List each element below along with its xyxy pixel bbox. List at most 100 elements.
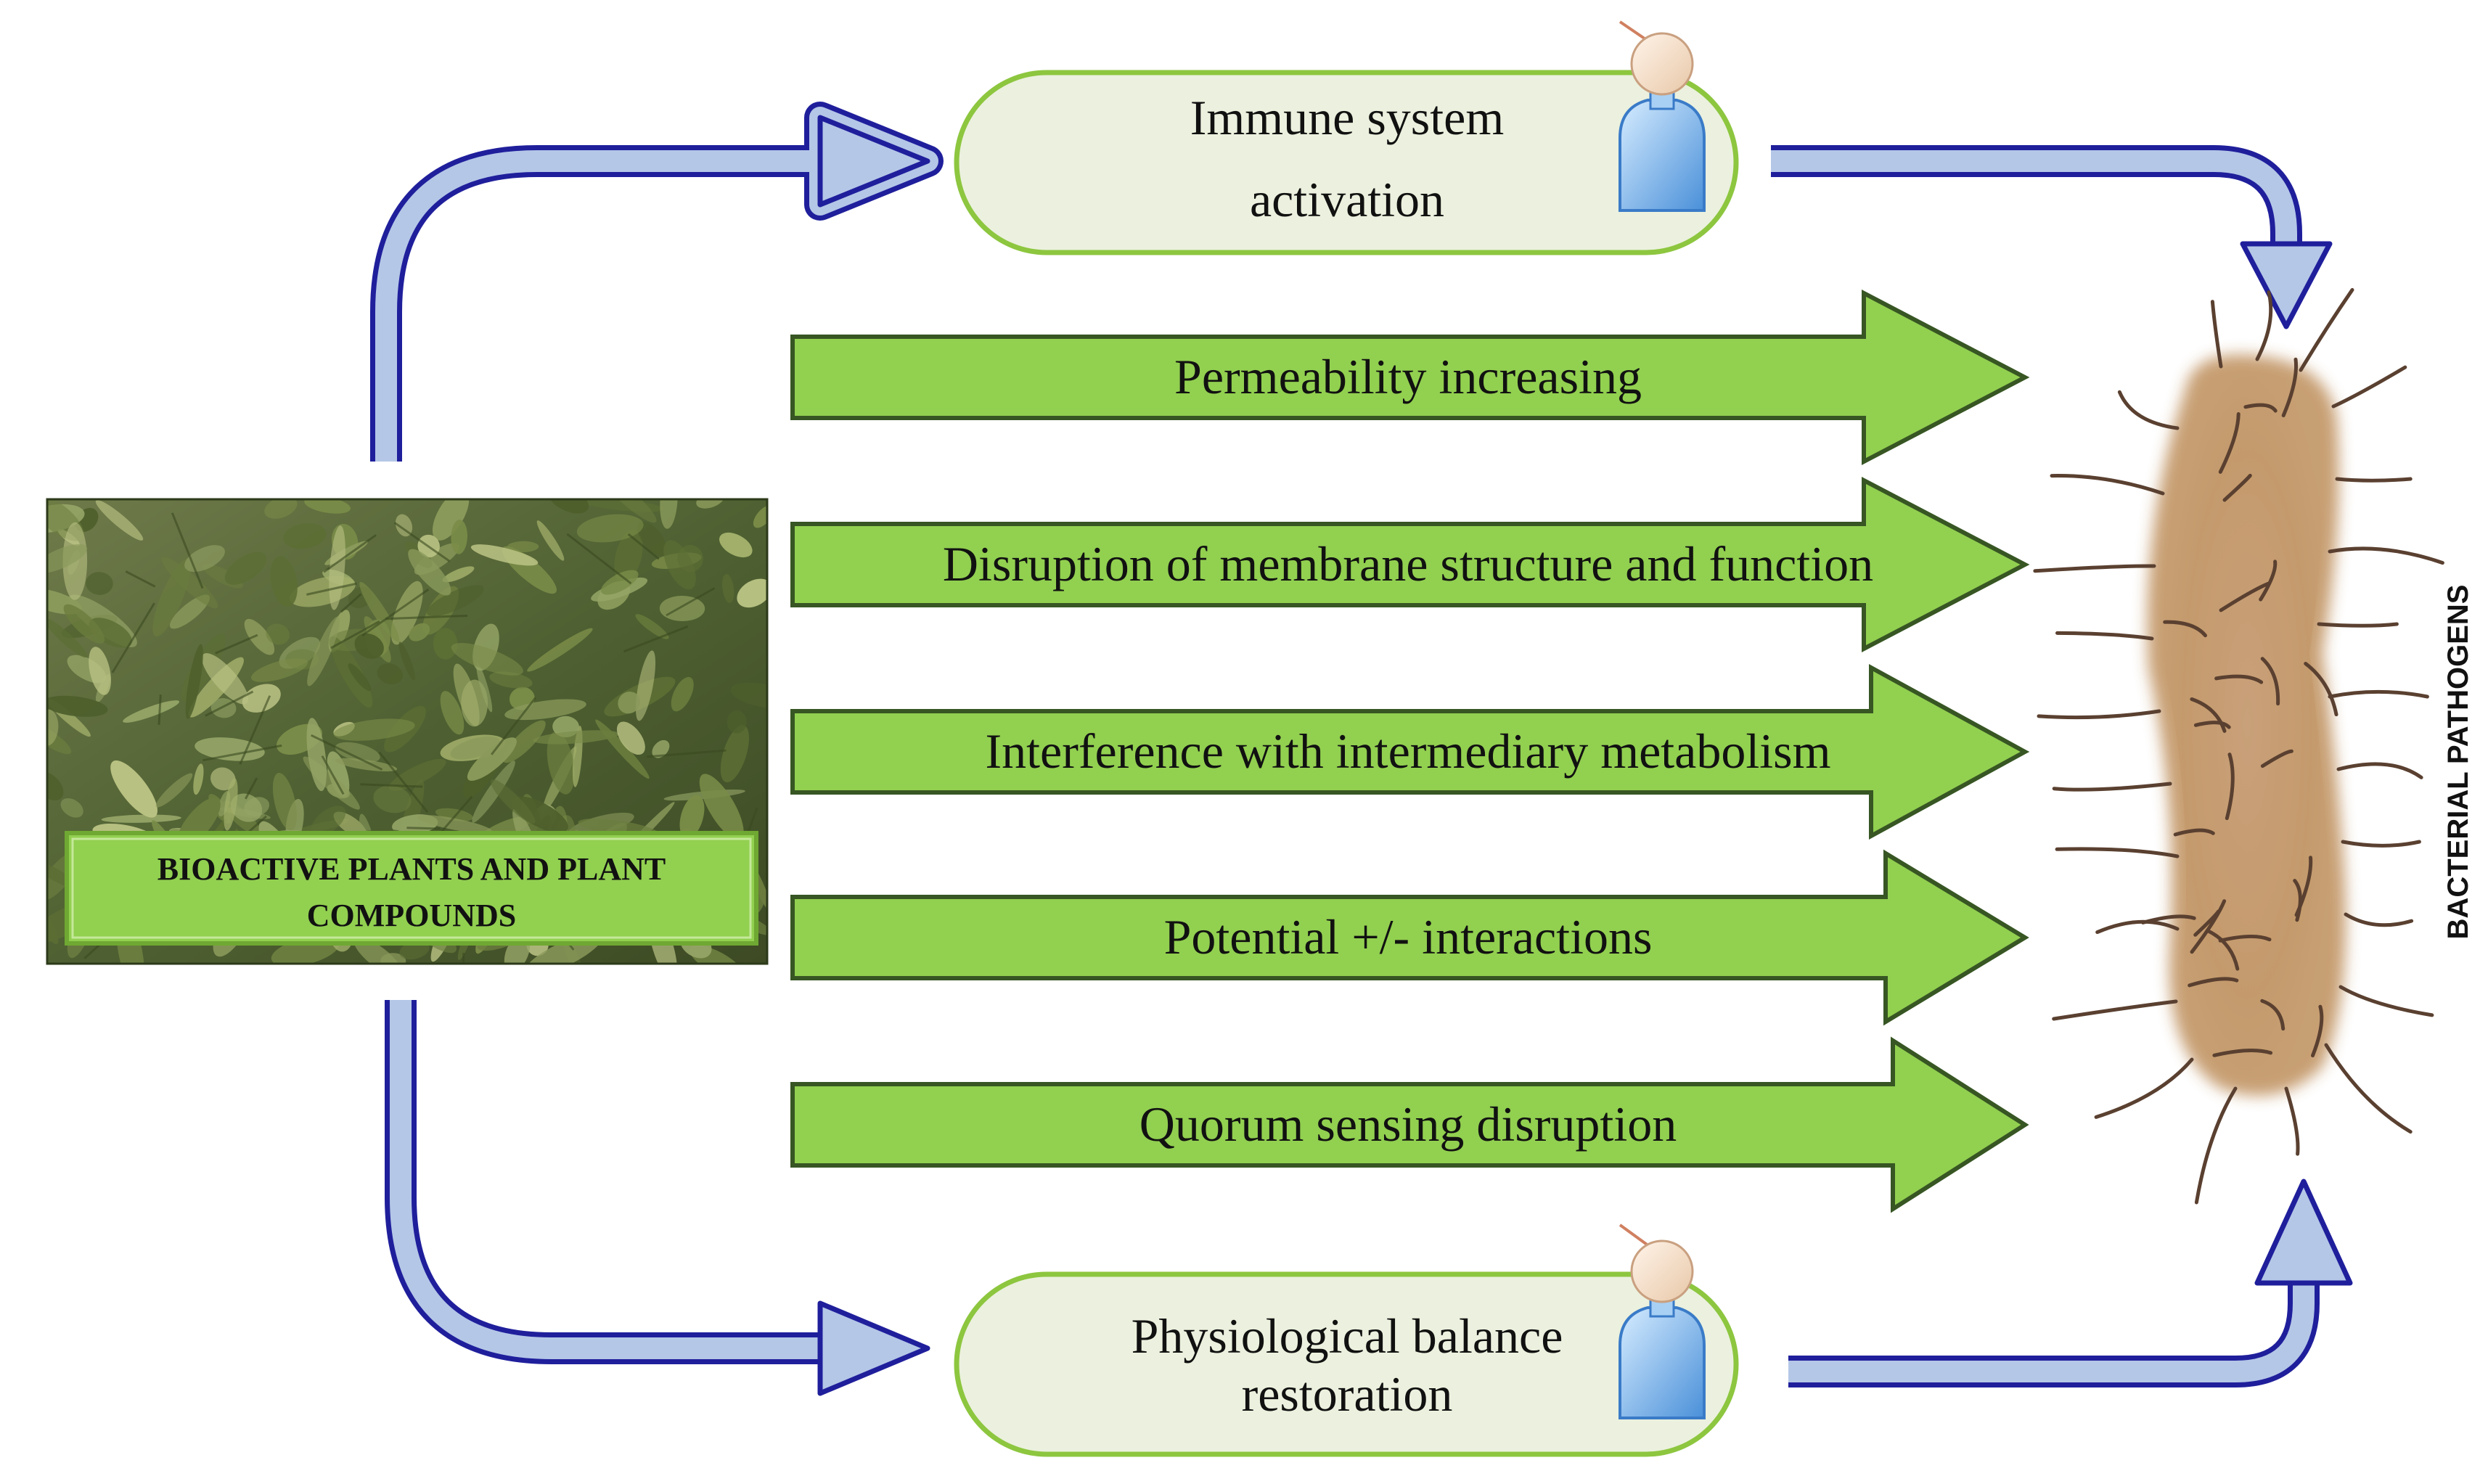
flagellum bbox=[2193, 909, 2220, 937]
flagellum bbox=[2344, 912, 2414, 927]
stem-line bbox=[205, 690, 254, 717]
stem-line bbox=[378, 751, 429, 813]
leaf-shape bbox=[409, 623, 430, 641]
flagellum bbox=[2225, 753, 2235, 821]
flagellum bbox=[2311, 1004, 2324, 1058]
leaf-shape bbox=[470, 544, 539, 566]
leaf-shape bbox=[95, 500, 144, 541]
flagellum bbox=[2052, 999, 2178, 1021]
flagellum bbox=[2222, 473, 2252, 502]
balance-label-line2: restoration bbox=[1242, 1366, 1453, 1422]
flagella bbox=[2033, 287, 2444, 1205]
leaf-shape bbox=[283, 522, 327, 549]
flagellum bbox=[2317, 622, 2399, 628]
flagellum bbox=[2094, 1057, 2194, 1119]
flagellum bbox=[2190, 899, 2227, 954]
leaf-shape bbox=[440, 691, 465, 735]
flagellum bbox=[2055, 847, 2180, 858]
source-label-box: BIOACTIVE PLANTS AND PLANT COMPOUNDS bbox=[65, 831, 758, 946]
leaf-shape bbox=[353, 937, 403, 964]
leaf-shape bbox=[618, 692, 641, 714]
arrow-source-to-balance bbox=[385, 1000, 930, 1396]
leaf-shape bbox=[720, 725, 749, 783]
mechanism-arrow-1: Permeability increasing bbox=[790, 290, 2030, 465]
leaf-shape bbox=[354, 633, 384, 659]
leaf-shape bbox=[270, 556, 298, 607]
leaf-shape bbox=[264, 499, 298, 519]
source-label-line1: BIOACTIVE PLANTS AND PLANT bbox=[157, 851, 666, 887]
leaf-shape bbox=[335, 742, 380, 763]
flagellum bbox=[2328, 689, 2429, 699]
stem-line bbox=[239, 695, 271, 765]
mechanism-label-4: Potential +/- interactions bbox=[1164, 909, 1653, 964]
leaf-shape bbox=[472, 761, 515, 823]
leaf-shape bbox=[377, 663, 404, 684]
leaf-shape bbox=[737, 578, 767, 608]
leaf-shape bbox=[450, 736, 500, 760]
leaf-shape bbox=[266, 623, 290, 645]
stem-line bbox=[111, 602, 155, 673]
leaf-shape bbox=[679, 795, 705, 839]
flagellum bbox=[2335, 477, 2413, 483]
leaf-shape bbox=[451, 520, 468, 554]
leaf-shape bbox=[490, 779, 536, 824]
leaf-shape bbox=[373, 785, 412, 813]
leaf-shape bbox=[311, 805, 346, 837]
leaf-shape bbox=[123, 700, 180, 723]
mechanism-arrow-3: Interference with intermediary metabolis… bbox=[790, 663, 2030, 840]
stem-line bbox=[393, 522, 451, 562]
leaf-shape bbox=[671, 676, 694, 712]
leaf-shape bbox=[193, 763, 204, 795]
flagellum bbox=[2336, 762, 2423, 779]
stem-line bbox=[646, 749, 727, 758]
leaf-shape bbox=[348, 663, 372, 692]
flagellum bbox=[2037, 709, 2161, 720]
leaf-shape bbox=[169, 594, 210, 629]
stem-line bbox=[491, 697, 536, 755]
stem-line bbox=[340, 593, 362, 613]
leaf-shape bbox=[677, 544, 703, 573]
person-icon bbox=[1619, 1223, 1706, 1419]
flagellum bbox=[2331, 365, 2407, 409]
mechanism-label-5: Quorum sensing disruption bbox=[1139, 1096, 1677, 1152]
leaf-shape bbox=[476, 663, 493, 713]
leaf-shape bbox=[89, 618, 132, 648]
stem-line bbox=[623, 625, 689, 653]
flagellum bbox=[2219, 581, 2270, 612]
stem-line bbox=[627, 533, 660, 560]
leaf-shape bbox=[47, 618, 88, 658]
flagellum bbox=[2055, 631, 2154, 641]
leaf-shape bbox=[224, 778, 238, 831]
flagellum bbox=[2050, 474, 2165, 496]
flagellum bbox=[2193, 721, 2231, 729]
leaf-shape bbox=[730, 682, 767, 709]
leaf-shape bbox=[576, 514, 644, 543]
flagellum bbox=[2206, 929, 2240, 971]
leaf-shape bbox=[304, 499, 351, 514]
leaf-shape bbox=[451, 643, 523, 676]
leaf-shape bbox=[659, 595, 705, 622]
mechanism-label-1: Permeability increasing bbox=[1174, 349, 1642, 404]
bacterium-icon bbox=[2033, 287, 2444, 1205]
leaf-shape bbox=[433, 628, 458, 660]
leaf-shape bbox=[272, 772, 297, 831]
flagellum bbox=[2260, 749, 2293, 768]
stem-line bbox=[244, 777, 258, 800]
flagellum bbox=[2218, 934, 2272, 943]
stem-line bbox=[323, 534, 377, 573]
flagellum bbox=[2194, 1086, 2238, 1205]
leaf-shape bbox=[359, 582, 400, 642]
stem-line bbox=[361, 588, 430, 637]
flagellum bbox=[2052, 782, 2172, 792]
mechanism-arrow-2: Disruption of membrane structure and fun… bbox=[790, 477, 2030, 652]
immune-label-line2: activation bbox=[1250, 172, 1444, 227]
leaf-shape bbox=[86, 572, 113, 595]
leaf-shape bbox=[47, 771, 64, 800]
flagellum bbox=[2284, 1086, 2300, 1156]
leaf-shape bbox=[699, 774, 744, 840]
stem-line bbox=[360, 783, 423, 788]
arrow-immune-to-bacteria bbox=[1771, 145, 2333, 329]
leaf-shape bbox=[652, 739, 670, 758]
leaf-shape bbox=[527, 628, 593, 672]
